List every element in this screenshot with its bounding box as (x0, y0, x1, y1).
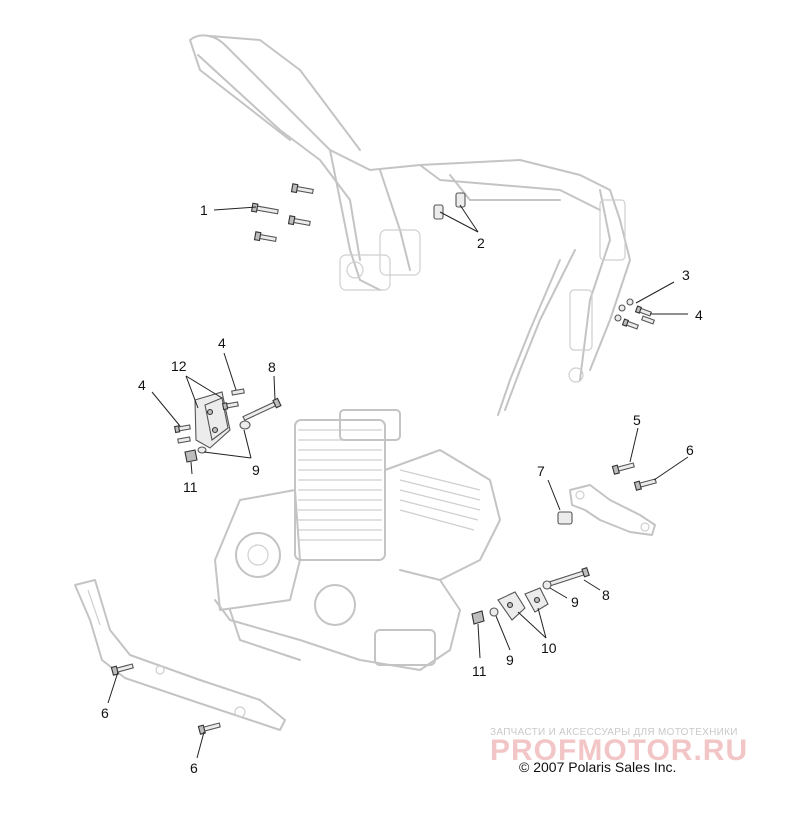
bolt-group-5-6 (611, 462, 657, 491)
callout-4-right: 4 (695, 307, 703, 323)
callout-9-right: 9 (571, 594, 579, 610)
callout-1: 1 (200, 202, 208, 218)
callout-5: 5 (633, 412, 641, 428)
callout-6-left-upper: 6 (101, 705, 109, 721)
callout-9-left: 9 (252, 462, 260, 478)
watermark: ЗАПЧАСТИ И АКСЕССУАРЫ ДЛЯ МОТОТЕХНИКИ PR… (490, 727, 790, 768)
clip-group-2 (433, 192, 466, 220)
copyright-notice: © 2007 Polaris Sales Inc. (519, 759, 677, 775)
callout-8-left: 8 (268, 359, 276, 375)
right-mount-plate-group (471, 567, 590, 625)
watermark-tagline: ЗАПЧАСТИ И АКСЕССУАРЫ ДЛЯ МОТОТЕХНИКИ (490, 727, 738, 738)
callout-6-right: 6 (686, 442, 694, 458)
callout-11-left: 11 (183, 479, 198, 495)
lower-frame-rail (74, 579, 286, 731)
front-mount-bracket (569, 484, 656, 536)
callout-11-bottom: 11 (472, 663, 487, 679)
callout-6-left-lower: 6 (190, 760, 198, 776)
callout-12: 12 (171, 358, 187, 374)
engine-block (214, 409, 501, 671)
left-mount-plate-group (173, 388, 282, 463)
nut-bolt-group-3-4 (614, 298, 656, 330)
callout-9-bottom: 9 (506, 652, 514, 668)
callout-4-top: 4 (218, 335, 226, 351)
callout-4-left: 4 (138, 377, 146, 393)
motorcycle-frame (189, 34, 631, 416)
bolt-group-1 (250, 183, 314, 242)
callout-8-right: 8 (602, 587, 610, 603)
watermark-site: PROFMOTOR.RU (490, 734, 749, 767)
callout-7: 7 (537, 463, 545, 479)
callout-10: 10 (541, 640, 557, 656)
leader-lines (107, 204, 689, 759)
callout-3: 3 (682, 267, 690, 283)
callout-2: 2 (477, 235, 485, 251)
callout-labels: 1 2 3 4 4 4 12 8 9 11 5 6 7 8 9 10 9 11 … (101, 202, 703, 776)
bushing-7 (557, 511, 573, 525)
bolt-group-6-left (110, 663, 221, 735)
